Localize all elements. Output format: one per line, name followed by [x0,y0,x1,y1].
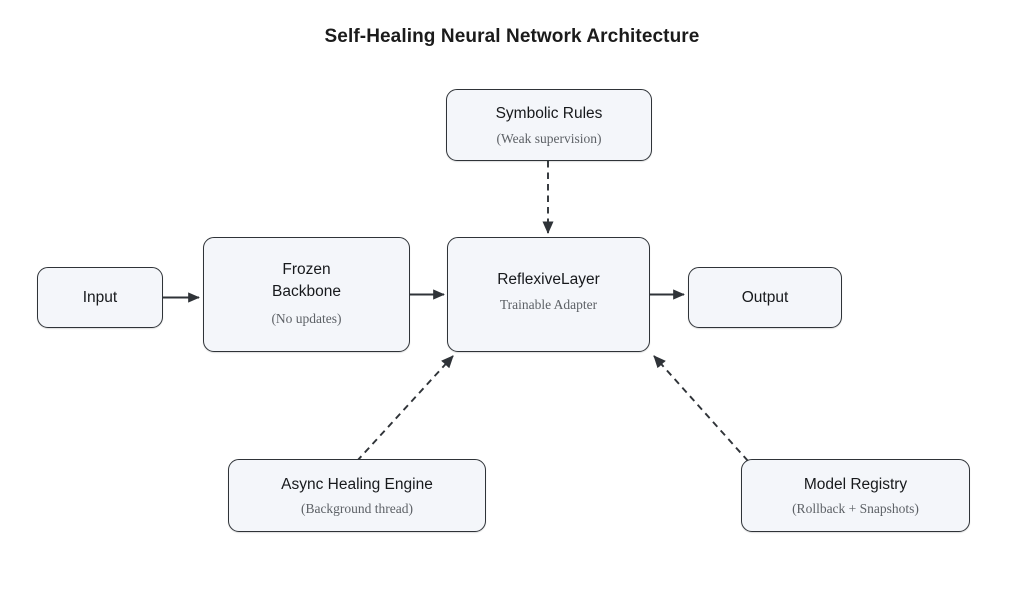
node-reflexive-layer-subtitle: Trainable Adapter [499,297,598,313]
node-frozen-backbone[interactable]: Frozen Backbone (No updates) [203,237,410,352]
node-input-title: Input [82,288,118,306]
node-output-title: Output [741,288,789,306]
node-input[interactable]: Input [37,267,163,328]
node-symbolic-rules-title: Symbolic Rules [495,104,603,122]
node-async-healing-engine-title: Async Healing Engine [281,475,433,493]
node-model-registry-subtitle: (Rollback + Snapshots) [792,500,919,516]
node-symbolic-rules-subtitle: (Weak supervision) [496,130,602,146]
edge-registry-to-reflexive [653,355,749,462]
node-async-healing-engine[interactable]: Async Healing Engine (Background thread) [228,459,486,532]
edge-async-to-reflexive [356,355,454,462]
node-model-registry[interactable]: Model Registry (Rollback + Snapshots) [741,459,970,532]
node-frozen-backbone-subtitle: (No updates) [271,311,342,327]
page-title: Self-Healing Neural Network Architecture [324,26,700,47]
node-reflexive-layer-title: ReflexiveLayer [497,271,600,289]
node-reflexive-layer[interactable]: ReflexiveLayer Trainable Adapter [447,237,650,352]
node-symbolic-rules[interactable]: Symbolic Rules (Weak supervision) [446,89,652,161]
node-model-registry-title: Model Registry [803,475,908,493]
node-output[interactable]: Output [688,267,842,328]
node-async-healing-engine-subtitle: (Background thread) [300,500,414,516]
node-frozen-backbone-title: Frozen Backbone [272,261,341,301]
